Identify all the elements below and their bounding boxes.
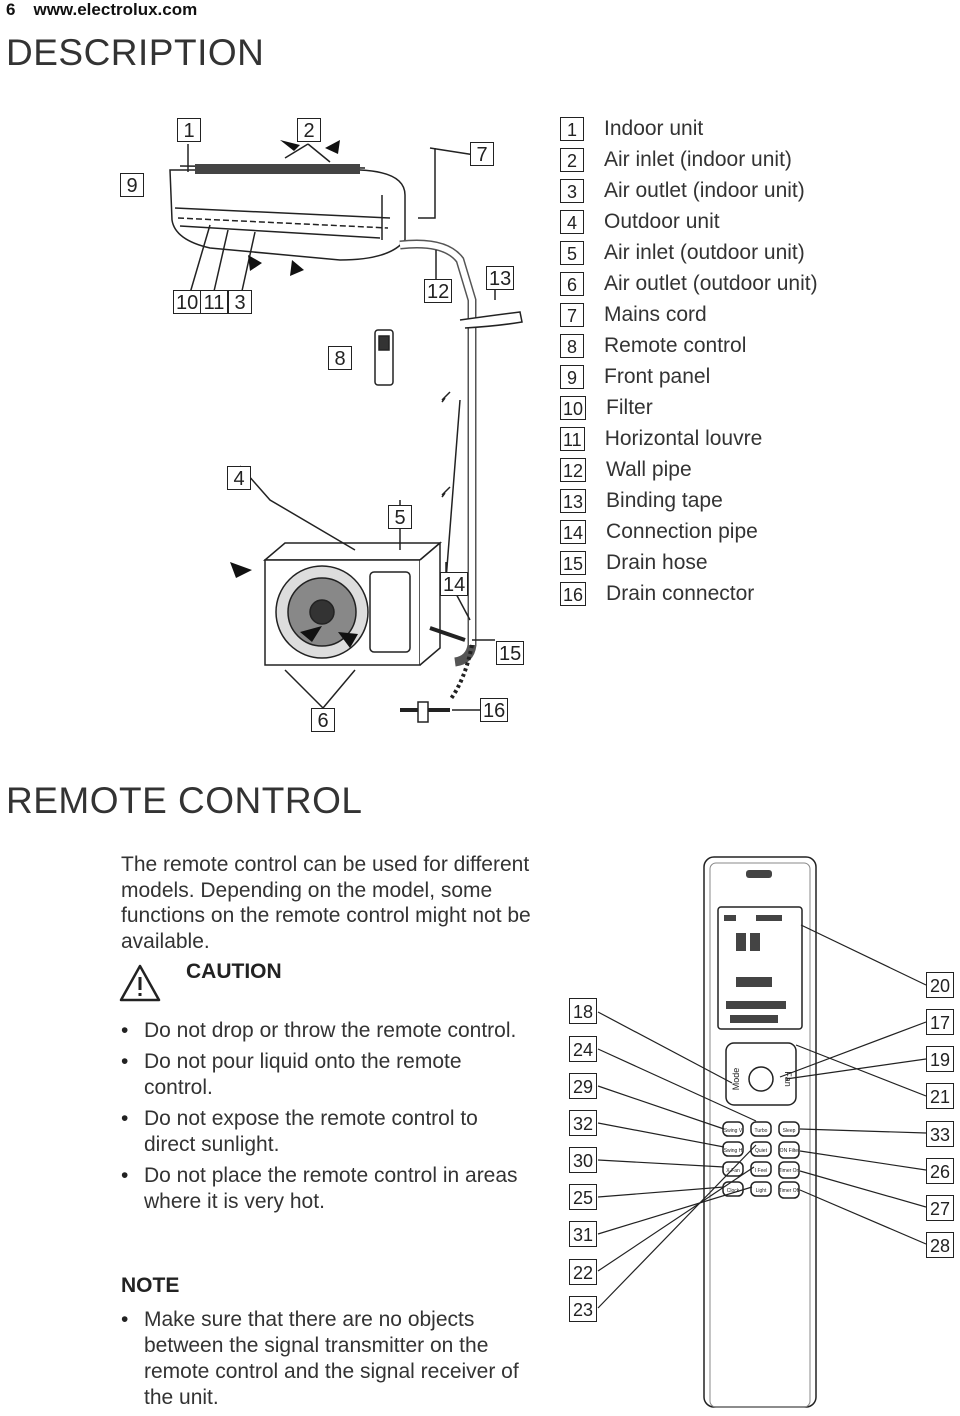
caution-list: Do not drop or throw the remote control.… bbox=[121, 1018, 521, 1220]
diagram-label-10: 10 bbox=[173, 290, 202, 314]
list-item: Do not drop or throw the remote control. bbox=[121, 1018, 521, 1044]
turbo-button[interactable]: Turbo bbox=[755, 1128, 768, 1134]
remote-callout-28: 28 bbox=[926, 1232, 954, 1258]
diagram-label-12: 12 bbox=[424, 279, 453, 303]
list-item: Do not expose the remote control to dire… bbox=[121, 1106, 521, 1158]
remote-callout-20: 20 bbox=[926, 972, 954, 998]
diagram-label-13: 13 bbox=[486, 266, 515, 290]
remote-callout-17: 17 bbox=[926, 1009, 954, 1035]
quiet-button[interactable]: Quiet bbox=[755, 1148, 768, 1154]
swing-h-button[interactable]: Swing H bbox=[724, 1148, 743, 1154]
remote-callout-19: 19 bbox=[926, 1046, 954, 1072]
website-url: www.electrolux.com bbox=[33, 0, 198, 19]
remote-callout-22: 22 bbox=[569, 1259, 597, 1285]
remote-control-diagram: Mode Fan Swing V Turbo Sleep Swing H Qui… bbox=[597, 856, 926, 1408]
diagram-label-7: 7 bbox=[470, 142, 494, 166]
warning-triangle-icon bbox=[119, 964, 161, 1002]
clock-button[interactable]: Clock bbox=[727, 1188, 740, 1194]
list-item: Make sure that there are no objects betw… bbox=[121, 1307, 531, 1411]
remote-control-title: REMOTE CONTROL bbox=[6, 780, 363, 821]
remote-callout-27: 27 bbox=[926, 1195, 954, 1221]
page-header: 6 www.electrolux.com bbox=[6, 0, 215, 20]
page-number: 6 bbox=[6, 0, 16, 19]
diagram-label-15: 15 bbox=[496, 641, 525, 665]
remote-callout-29: 29 bbox=[569, 1073, 597, 1099]
note-title: NOTE bbox=[121, 1274, 180, 1297]
remote-callout-26: 26 bbox=[926, 1158, 954, 1184]
remote-callout-33: 33 bbox=[926, 1121, 954, 1147]
diagram-label-4: 4 bbox=[227, 466, 251, 490]
ac-system-diagram bbox=[169, 140, 523, 723]
description-title: DESCRIPTION bbox=[6, 32, 265, 73]
caution-title: CAUTION bbox=[186, 960, 282, 983]
remote-intro-text: The remote control can be used for diffe… bbox=[121, 853, 531, 953]
diagram-label-8: 8 bbox=[328, 346, 352, 370]
diagram-label-1: 1 bbox=[177, 118, 201, 142]
i-feel-button[interactable]: I Feel bbox=[755, 1168, 768, 1174]
list-item: Do not place the remote control in areas… bbox=[121, 1163, 521, 1215]
remote-callout-21: 21 bbox=[926, 1083, 954, 1109]
diagram-label-11: 11 bbox=[200, 290, 228, 314]
remote-callout-30: 30 bbox=[569, 1147, 597, 1173]
ion-filter-button[interactable]: ION Filter bbox=[778, 1148, 800, 1154]
diagram-label-3: 3 bbox=[228, 290, 252, 314]
remote-callout-23: 23 bbox=[569, 1296, 597, 1322]
mode-button[interactable]: Mode bbox=[731, 1068, 741, 1091]
diagram-label-2: 2 bbox=[297, 118, 321, 142]
swing-v-button[interactable]: Swing V bbox=[724, 1128, 743, 1134]
remote-callout-32: 32 bbox=[569, 1110, 597, 1136]
diagram-label-9: 9 bbox=[120, 173, 144, 197]
timer-on-button[interactable]: Timer On bbox=[779, 1168, 800, 1174]
remote-callout-25: 25 bbox=[569, 1184, 597, 1210]
x-fan-button[interactable]: X-Fan bbox=[726, 1168, 740, 1174]
sleep-button[interactable]: Sleep bbox=[783, 1128, 796, 1134]
diagram-label-14: 14 bbox=[440, 572, 469, 596]
remote-callout-31: 31 bbox=[569, 1221, 597, 1247]
diagram-label-16: 16 bbox=[480, 698, 509, 722]
diagram-label-5: 5 bbox=[388, 505, 412, 529]
remote-callout-18: 18 bbox=[569, 998, 597, 1024]
light-button[interactable]: Light bbox=[756, 1188, 767, 1194]
diagram-label-6: 6 bbox=[311, 708, 335, 732]
list-item: Do not pour liquid onto the remote contr… bbox=[121, 1049, 521, 1101]
note-list: Make sure that there are no objects betw… bbox=[121, 1307, 531, 1416]
timer-off-button[interactable]: Timer Off bbox=[779, 1188, 800, 1194]
remote-callout-24: 24 bbox=[569, 1036, 597, 1062]
